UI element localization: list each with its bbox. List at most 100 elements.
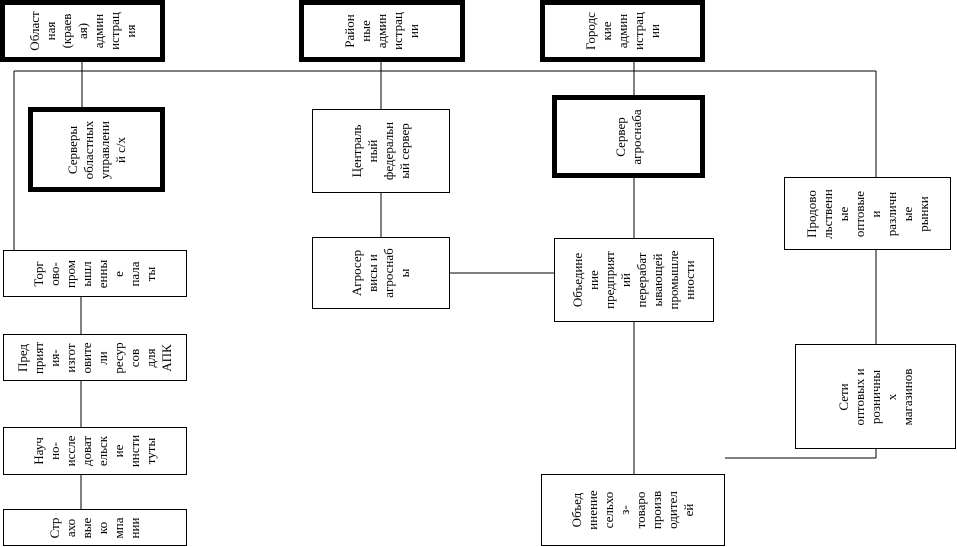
text-line: енны — [95, 259, 110, 288]
text-line: доват — [79, 435, 94, 467]
food-markets-text: Продово льственн ые оптовые и различн ые… — [804, 189, 932, 239]
wholesale-retail-networks-text: Сети оптовых и розничны х магазинов — [836, 368, 916, 425]
text-line: мпа — [111, 517, 126, 538]
text-line: одител — [665, 491, 680, 529]
text-line: Сети — [835, 382, 851, 411]
text-line: истрац — [630, 12, 646, 50]
text-line: федеральн — [381, 121, 396, 181]
text-line: вые — [79, 517, 94, 538]
text-line: з- — [617, 505, 632, 515]
text-line: истрац — [106, 12, 122, 50]
text-line: ии — [646, 24, 662, 38]
text-line: Пред — [15, 343, 30, 372]
text-line: рынки — [915, 195, 931, 232]
text-line: АПК — [159, 343, 174, 372]
text-line: овите — [79, 341, 94, 374]
text-line: Серверы — [64, 125, 80, 174]
text-line: оптовых и — [851, 367, 867, 426]
text-line: ние — [586, 270, 601, 290]
text-line: ышл — [79, 260, 94, 287]
text-line: ли — [95, 350, 110, 365]
text-line: ии — [406, 24, 421, 38]
text-line: сов — [127, 348, 142, 367]
text-line: нии — [127, 517, 142, 538]
text-line: агроснаба — [628, 108, 644, 165]
text-line: Науч — [31, 437, 46, 465]
text-line: ие — [111, 444, 126, 458]
text-line: предприят — [602, 251, 617, 309]
text-line: агроснаб — [381, 248, 396, 298]
regional-admin-text: Област ная (краев ая) админ истрац ия — [27, 11, 139, 50]
agri-producers-association-box: Объед инение сельхо з- товаро произв оди… — [541, 474, 725, 546]
agrosnab-server-box: Сервер агроснаба — [552, 95, 705, 178]
text-line: ывающей — [650, 253, 665, 307]
text-line: Объед — [569, 492, 584, 528]
text-line: админ — [374, 13, 389, 49]
district-admin-text: Район ные админ истрац ии — [342, 12, 422, 50]
text-line: Агросер — [349, 249, 364, 297]
text-line: товаро — [633, 491, 648, 529]
text-line: Сервер — [612, 116, 628, 157]
text-line: Продово — [803, 189, 819, 238]
text-line: ко — [95, 521, 110, 534]
text-line: льственн — [819, 188, 835, 239]
text-line: произв — [649, 490, 664, 530]
central-federal-server-text: Централь ный федеральн ый сервер — [349, 122, 413, 180]
text-line: различн — [883, 191, 899, 236]
insurance-companies-box: Стр ахо вые ко мпа нии — [3, 509, 187, 546]
text-line: ная — [42, 21, 58, 41]
text-line: магазинов — [899, 368, 915, 425]
text-line: прият — [31, 341, 46, 374]
text-line: Област — [26, 11, 42, 51]
text-line: нности — [682, 260, 697, 300]
research-institutes-text: Науч но- иссле доват ельск ие инсти туты — [31, 435, 159, 467]
text-line: истрац — [390, 12, 405, 50]
research-institutes-box: Науч но- иссле доват ельск ие инсти туты — [3, 427, 187, 475]
text-line: розничны — [867, 369, 883, 424]
text-line: ахо — [63, 518, 78, 537]
text-line: ий — [618, 273, 633, 287]
text-line: ый сервер — [397, 123, 412, 179]
trade-industrial-chambers-box: Торг ово- пром ышл енны е пала ты — [3, 250, 187, 297]
text-line: ово- — [47, 261, 62, 286]
text-line: Централь — [349, 124, 364, 178]
city-admin-box: Городс кие админ истрац ии — [540, 0, 705, 62]
text-line: (краев — [58, 13, 74, 49]
text-line: Район — [342, 14, 357, 48]
text-line: ресур — [111, 341, 126, 374]
producers-enterprises-text: Пред прият ия- изгот овите ли ресур сов … — [15, 341, 175, 373]
text-line: ей — [681, 503, 696, 517]
text-line: ые — [899, 206, 915, 221]
text-line: сельхо — [601, 491, 616, 529]
text-line: Городс — [582, 12, 598, 50]
text-line: ия — [122, 24, 138, 38]
text-line: Объедине — [570, 252, 585, 308]
regional-servers-text: Серверы областных управлени й с/х — [65, 120, 129, 179]
text-line: Торг — [31, 260, 46, 287]
text-line: областных — [80, 120, 96, 179]
wholesale-retail-networks-box: Сети оптовых и розничны х магазинов — [795, 344, 956, 449]
text-line: висы и — [365, 254, 380, 292]
district-admin-box: Район ные админ истрац ии — [299, 0, 465, 62]
text-line: ты — [143, 266, 158, 281]
text-line: ые — [835, 206, 851, 221]
text-line: ный — [365, 139, 380, 163]
regional-servers-box: Серверы областных управлени й с/х — [28, 107, 165, 192]
agrosnab-server-text: Сервер агроснаба — [613, 109, 645, 164]
text-line: админ — [614, 13, 630, 49]
trade-industrial-chambers-text: Торг ово- пром ышл енны е пала ты — [31, 259, 159, 287]
text-line: инение — [585, 490, 600, 530]
text-line: иссле — [63, 435, 78, 467]
producers-enterprises-box: Пред прият ия- изгот овите ли ресур сов … — [3, 334, 187, 381]
text-line: ая) — [74, 22, 90, 40]
text-line: й с/х — [112, 136, 128, 163]
text-line: админ — [90, 13, 106, 49]
text-line: оптовые — [851, 190, 867, 237]
text-line: перерабат — [634, 252, 649, 308]
text-line: пром — [63, 259, 78, 288]
text-line: и — [867, 210, 883, 217]
text-line: для — [143, 347, 158, 368]
text-line: ные — [358, 20, 373, 42]
